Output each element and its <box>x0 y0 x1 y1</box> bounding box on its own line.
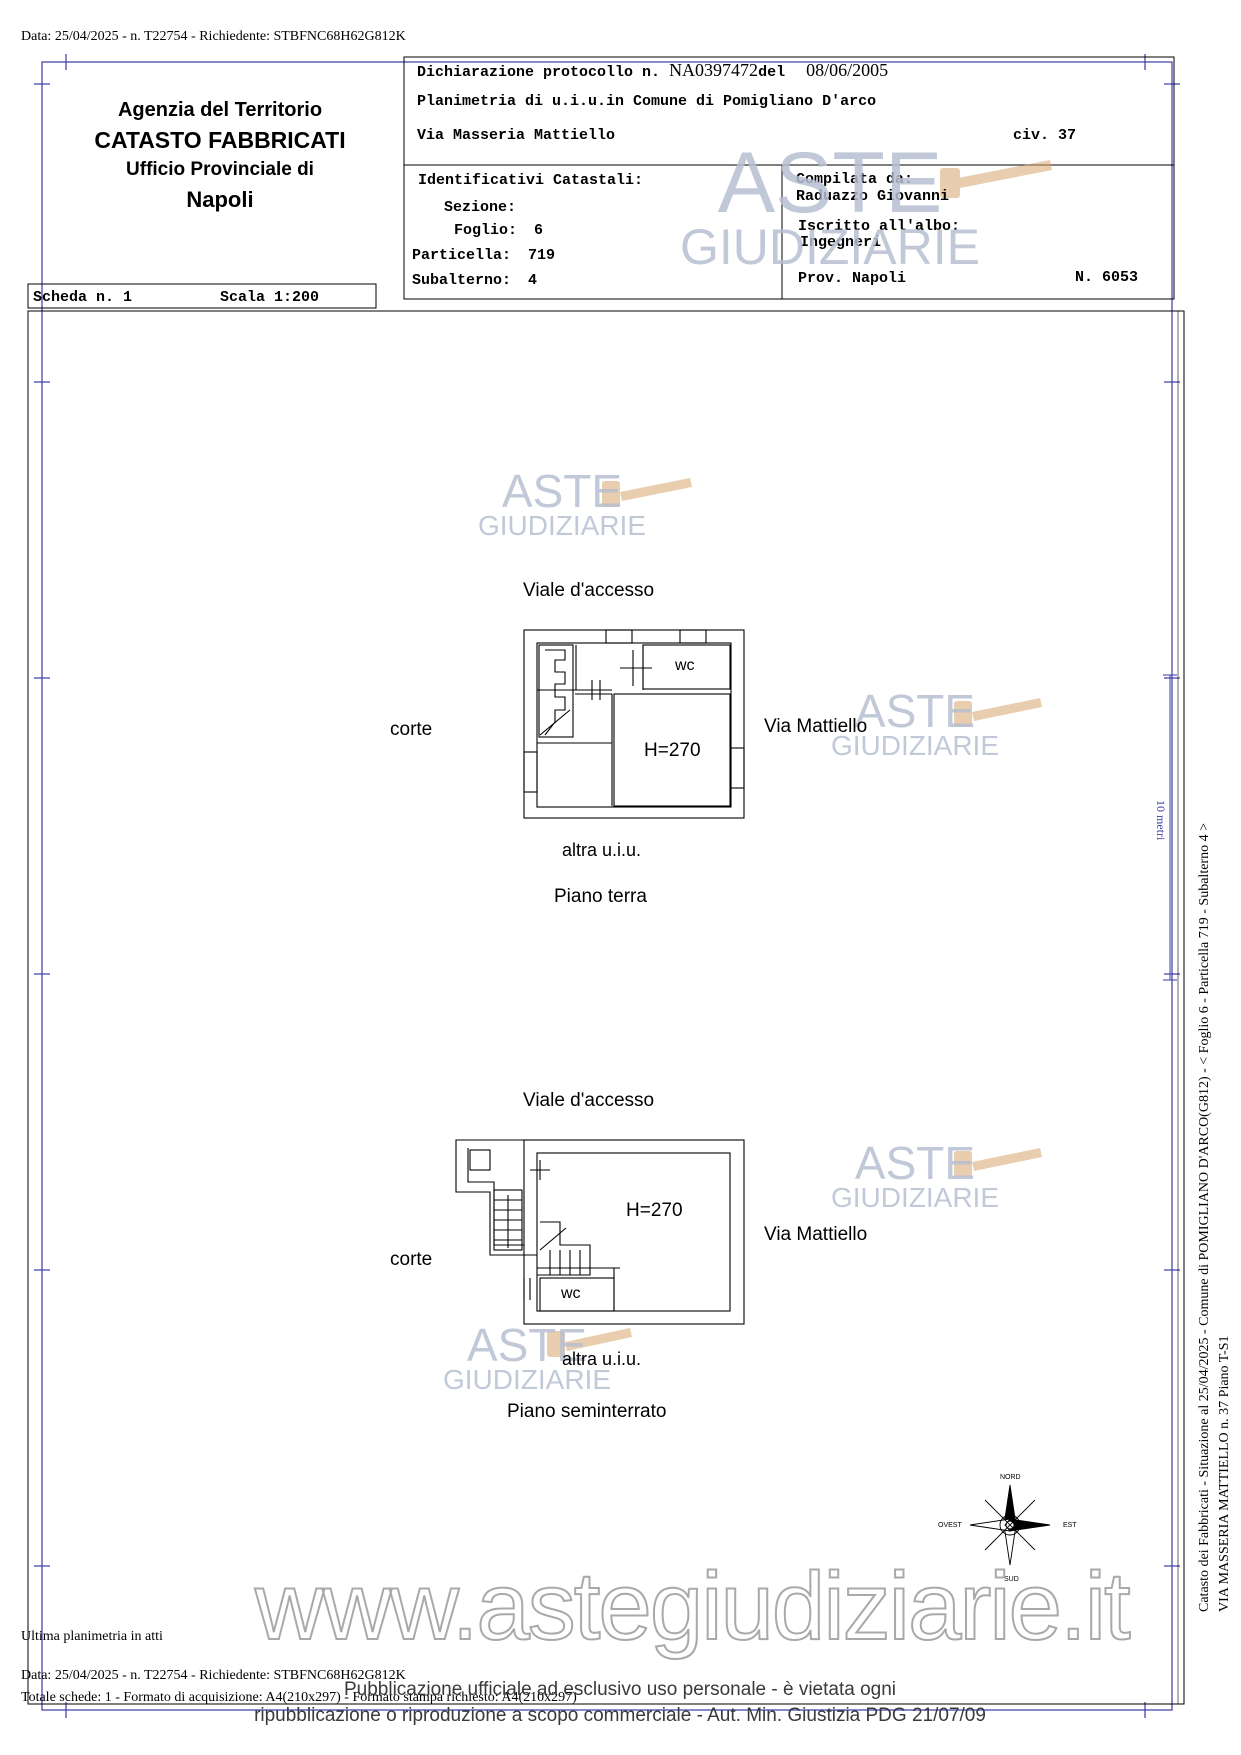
sezione-label: Sezione: <box>444 199 517 216</box>
compass-south: SUD <box>1004 1576 1019 1583</box>
side-address-line: VIA MASSERIA MATTIELLO n. 37 Piano T-S1 <box>1217 1335 1232 1612</box>
watermark-logo-5: ASTE GIUDIZIARIE <box>437 1322 617 1394</box>
side-catasto-line: Catasto dei Fabbricati - Situazione al 2… <box>1197 823 1212 1612</box>
ground-wc-label: wc <box>675 657 695 674</box>
compiler-name: Raduazzo Giovanni <box>796 188 950 205</box>
watermark-giudiziarie-3: GIUDIZIARIE <box>830 730 999 761</box>
basement-top-label: Viale d'accesso <box>523 1090 655 1111</box>
watermark-giudiziarie-4: GIUDIZIARIE <box>830 1182 999 1213</box>
watermark-gavels <box>547 160 1052 1357</box>
ground-left-label: corte <box>390 719 433 740</box>
watermark-logo-3: ASTE GIUDIZIARIE <box>825 688 1005 760</box>
margin-scale-bar <box>1163 674 1177 981</box>
particella-label: Particella: <box>412 247 512 264</box>
compiler-label: Compilata da: <box>796 171 914 188</box>
publication-notice-2: ripubblicazione o riproduzione a scopo c… <box>254 1705 986 1726</box>
ground-top-label: Viale d'accesso <box>523 580 655 601</box>
watermark-aste-4: ASTE <box>854 1137 976 1189</box>
ufficio-label: Ufficio Provinciale di <box>126 159 314 180</box>
basement-left-label: corte <box>390 1249 433 1270</box>
protocol-del-label: del <box>758 64 786 81</box>
ufficio-city: Napoli <box>186 187 254 212</box>
foglio-row: Foglio: 6 <box>454 222 543 239</box>
address-line: Via Masseria Mattiello <box>417 127 616 144</box>
footer-totale-line: Totale schede: 1 - Formato di acquisizio… <box>21 1690 577 1705</box>
protocol-line: Dichiarazione protocollo n. NA0397472del… <box>417 60 888 81</box>
footer-request-line: Data: 25/04/2025 - n. T22754 - Richieden… <box>21 1668 406 1683</box>
scheda-scale: Scala 1:200 <box>220 289 320 306</box>
subalterno-value: 4 <box>528 272 538 289</box>
scheda-number: Scheda n. 1 <box>33 289 133 306</box>
albo-label: Iscritto all'albo: <box>798 218 961 235</box>
compass-rose <box>969 1484 1051 1566</box>
watermark-aste-1: ASTE <box>717 135 943 231</box>
protocol-number: NA0397472 <box>669 60 759 80</box>
header-boxes <box>27 56 1185 1705</box>
protocol-date: 08/06/2005 <box>806 60 889 80</box>
compass-north: NORD <box>1000 1474 1021 1481</box>
compass-east: EST <box>1063 1522 1077 1529</box>
watermark-giudiziarie-1: GIUDIZIARIE <box>679 219 981 275</box>
footer-last-plan: Ultima planimetria in atti <box>21 1629 163 1644</box>
compiler-register-number: N. 6053 <box>1075 269 1139 286</box>
watermark-logo-header: ASTE GIUDIZIARIE <box>670 140 990 272</box>
foglio-value: 6 <box>534 222 544 239</box>
compiler-province: Prov. Napoli <box>798 270 907 287</box>
catasto-title: CATASTO FABBRICATI <box>94 127 346 153</box>
albo-value: Ingegneri <box>800 234 882 251</box>
watermark-aste-3: ASTE <box>854 685 976 737</box>
ground-plan-title: Piano terra <box>554 886 647 907</box>
protocol-label: Dichiarazione protocollo n. <box>417 64 661 81</box>
watermark-logo-4: ASTE GIUDIZIARIE <box>825 1140 1005 1212</box>
publication-notice-1: Pubblicazione ufficiale ad esclusivo uso… <box>343 1679 897 1700</box>
margin-scale-label: 10 metri <box>1154 800 1168 841</box>
basement-right-label: Via Mattiello <box>764 1224 868 1245</box>
watermark-giudiziarie-5: GIUDIZIARIE <box>442 1364 611 1395</box>
civic-number: civ. 37 <box>1013 127 1077 144</box>
ground-right-label: Via Mattiello <box>764 716 868 737</box>
identifiers-title: Identificativi Catastali: <box>418 172 644 189</box>
basement-wc-label: wc <box>561 1285 581 1302</box>
basement-plan-title: Piano seminterrato <box>507 1401 667 1422</box>
watermark-logo-2: ASTE GIUDIZIARIE <box>472 468 652 540</box>
plan-ground-floor <box>523 629 745 819</box>
basement-height-label: H=270 <box>626 1200 683 1221</box>
plot-frame <box>34 54 1180 1718</box>
ground-bottom-label: altra u.i.u. <box>562 840 642 860</box>
subalterno-label: Subalterno: <box>412 272 512 289</box>
foglio-label: Foglio: <box>454 222 518 239</box>
compass-west: OVEST <box>938 1522 962 1529</box>
watermark-aste-2: ASTE <box>501 465 623 517</box>
watermark-giudiziarie-2: GIUDIZIARIE <box>477 510 646 541</box>
header-request-line: Data: 25/04/2025 - n. T22754 - Richieden… <box>21 29 406 44</box>
plan-basement <box>455 1139 745 1325</box>
basement-bottom-label: altra u.i.u. <box>562 1349 642 1369</box>
particella-value: 719 <box>528 247 556 264</box>
subalterno-row: Subalterno: 4 <box>412 272 537 289</box>
agency-block: Agenzia del Territorio CATASTO FABBRICAT… <box>54 96 386 216</box>
particella-row: Particella: 719 <box>412 247 555 264</box>
watermark-aste-5: ASTE <box>466 1319 588 1371</box>
planimetria-line: Planimetria di u.i.u.in Comune di Pomigl… <box>417 93 877 110</box>
ground-height-label: H=270 <box>644 740 701 761</box>
agency-name: Agenzia del Territorio <box>117 99 323 121</box>
watermark-site: www.astegiudiziarie.it <box>254 1552 1132 1661</box>
